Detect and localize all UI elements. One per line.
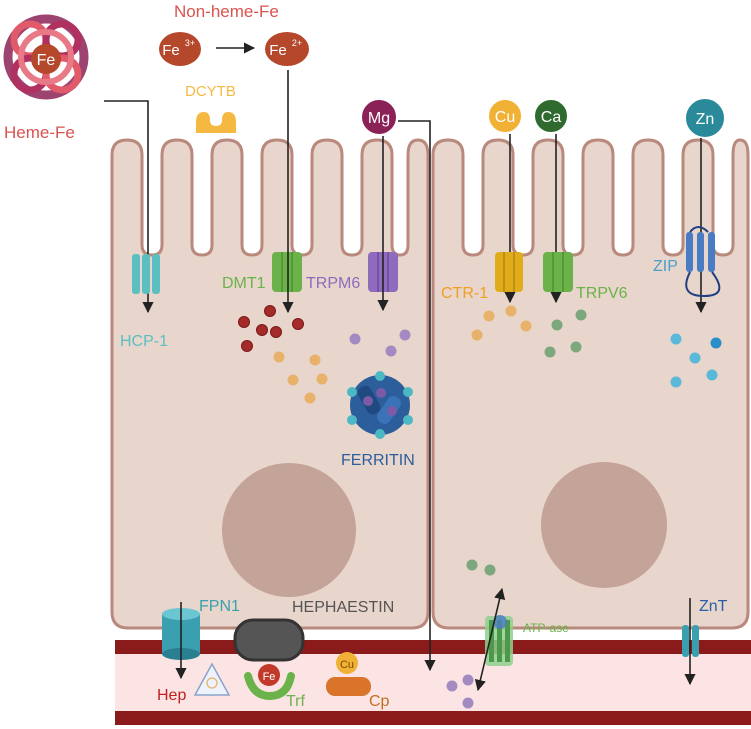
svg-text:2+: 2+: [292, 38, 302, 48]
dmt1-label: DMT1: [222, 275, 266, 292]
dcytb-label: DCYTB: [185, 83, 236, 100]
magnesium-particles-blood: [446, 674, 474, 709]
heme-fe-label: Heme-Fe: [4, 123, 75, 142]
trpv6-label: TRPV6: [576, 285, 628, 302]
hepcidin-icon: [193, 662, 231, 696]
zinc-particles: [670, 333, 722, 388]
svg-text:Mg: Mg: [368, 110, 390, 127]
znt-transporter: [682, 625, 699, 657]
svg-text:Zn: Zn: [696, 111, 715, 128]
heme-transport-arrow: [104, 100, 154, 314]
nucleus-left: [222, 463, 356, 597]
ferritin-complex: [347, 371, 413, 439]
transferrin-protein: Fe: [244, 664, 295, 701]
cu-ion: Cu: [487, 98, 523, 134]
zn-ion: Zn: [684, 97, 726, 139]
mg-ion: Mg: [360, 98, 398, 136]
hcp1-transporter: [132, 254, 160, 294]
svg-text:Cu: Cu: [340, 659, 354, 671]
mg-paracellular-arrow: [398, 120, 436, 672]
ca-ion: Ca: [533, 98, 569, 134]
enterocyte-left: [110, 138, 430, 630]
dcytb-enzyme: [196, 112, 236, 133]
fe3-ion: Fe 3+: [159, 32, 201, 66]
nucleus-right: [541, 462, 667, 588]
trf-label: Trf: [286, 693, 306, 710]
copper-particles-right: [471, 305, 532, 341]
vessel-wall-bottom: [115, 711, 751, 725]
ceruloplasmin-protein: Cu: [326, 652, 371, 696]
atpase-label: ATP-ase: [523, 621, 569, 635]
svg-text:Fe: Fe: [162, 42, 180, 59]
zip-label: ZIP: [653, 258, 678, 275]
magnesium-particles: [349, 329, 411, 357]
svg-text:Ca: Ca: [541, 109, 562, 126]
cp-label: Cp: [369, 693, 390, 710]
hephaestin-enzyme: [233, 618, 305, 662]
heme-molecule-icon: Fe: [3, 14, 89, 100]
dmt1-transporter: [272, 252, 302, 292]
hep-label: Hep: [157, 687, 186, 704]
ctr1-label: CTR-1: [441, 285, 488, 302]
vessel-wall-top: [115, 640, 751, 654]
hephaestin-label: HEPHAESTIN: [292, 599, 394, 616]
svg-text:3+: 3+: [185, 38, 195, 48]
calcium-particles-basal: [466, 559, 496, 576]
calcium-particles: [544, 309, 587, 358]
zip-transporter: [685, 226, 721, 298]
fpn1-label: FPN1: [199, 598, 240, 615]
atpase-exchange-arrow: [474, 587, 506, 692]
hcp1-label: HCP-1: [120, 333, 168, 350]
svg-text:Cu: Cu: [495, 109, 515, 126]
svg-text:Fe: Fe: [269, 42, 287, 59]
trpm6-label: TRPM6: [306, 275, 360, 292]
svg-text:Fe: Fe: [263, 671, 276, 683]
ferritin-label: FERRITIN: [341, 452, 415, 469]
copper-particles-left: [273, 351, 328, 404]
heme-iron-center: [31, 44, 61, 74]
iron-particles: [238, 305, 304, 352]
heme-fe-text: Fe: [37, 52, 56, 69]
znt-label: ZnT: [699, 598, 728, 615]
trpv6-transporter: [543, 252, 573, 292]
fe2-ion: Fe 2+: [265, 32, 309, 66]
ctr1-transporter: [495, 252, 523, 292]
nonheme-fe-label: Non-heme-Fe: [174, 2, 279, 21]
